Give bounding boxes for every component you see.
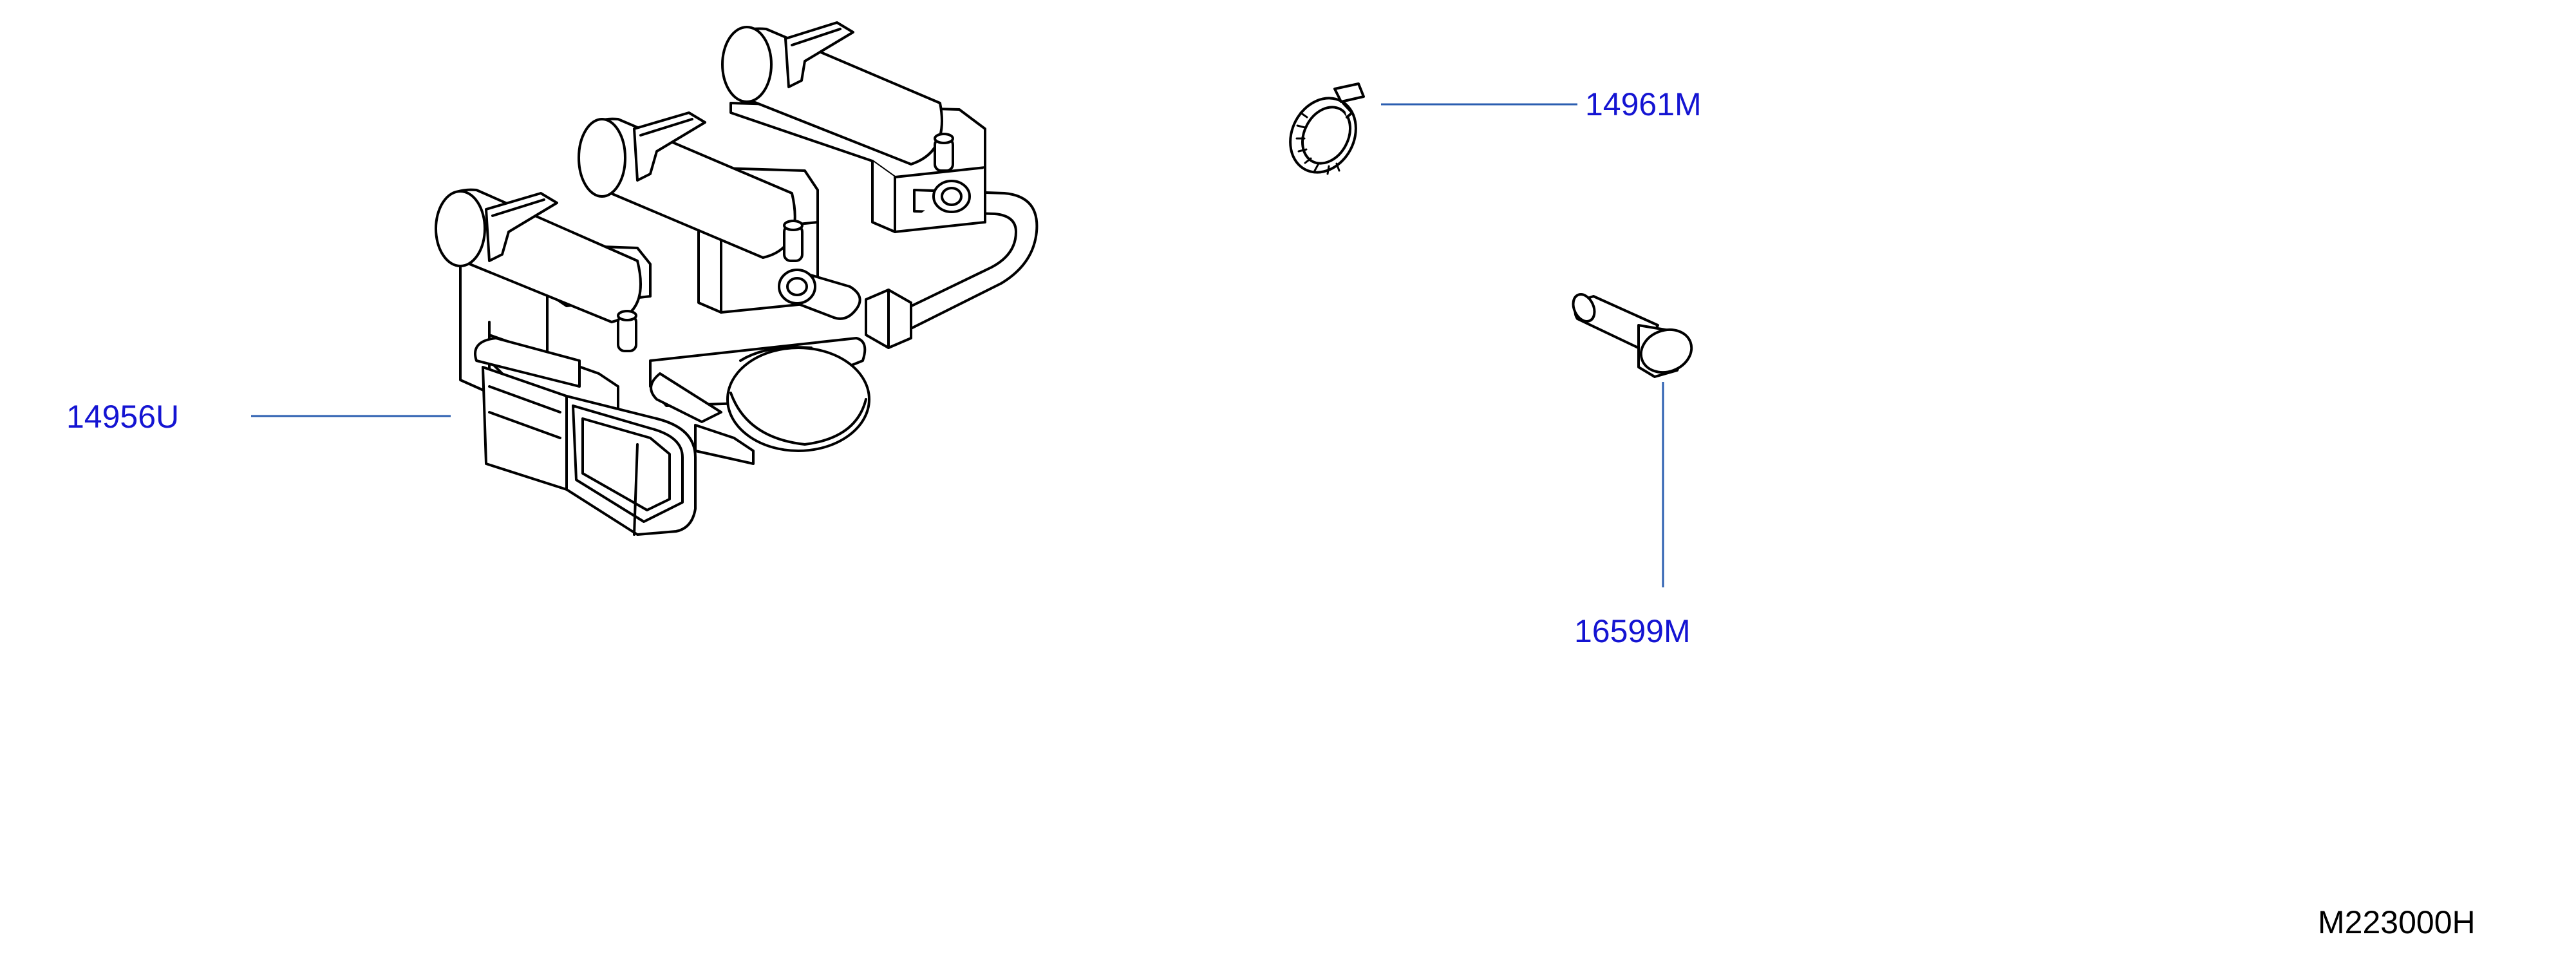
callout-14961m[interactable]: 14961M: [1585, 86, 1702, 122]
callout-16599m[interactable]: 16599M: [1574, 613, 1691, 649]
diagram-code: M223000H: [2318, 904, 2476, 940]
solenoid-valve-assembly-drawing[interactable]: [435, 21, 1039, 536]
callout-14956u[interactable]: 14956U: [66, 399, 180, 435]
hose-clamp-drawing[interactable]: [1277, 82, 1368, 184]
blind-plug-drawing[interactable]: [1569, 291, 1697, 379]
